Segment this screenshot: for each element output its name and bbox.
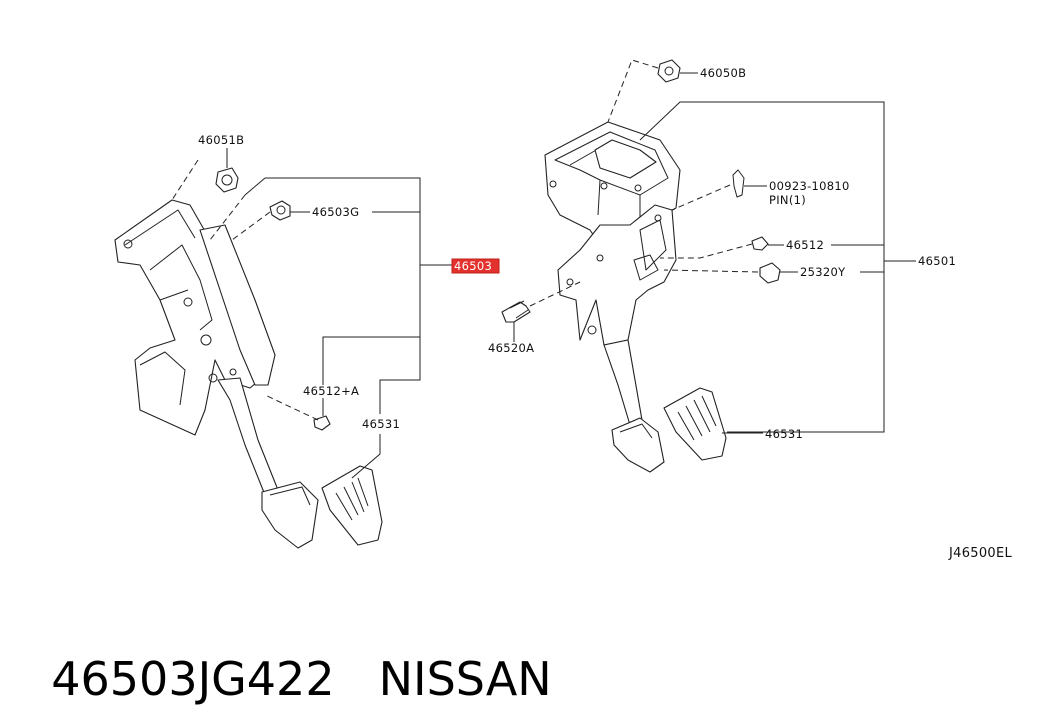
left-pedal-assembly: [114, 167, 383, 549]
left-callout-lines: [226, 148, 452, 479]
parts-diagram: 46051B 46503G 46503 46512+A 46531 46050B…: [114, 59, 1013, 561]
callout-pin: PIN(1): [769, 193, 806, 207]
callout-46503[interactable]: 46503: [454, 259, 492, 273]
callout-46531-left: 46531: [362, 417, 400, 431]
callout-46503-highlight[interactable]: [451, 258, 500, 274]
callout-46503G: 46503G: [312, 205, 359, 219]
callout-25320Y: 25320Y: [800, 265, 846, 279]
part-number: 46503JG422: [51, 652, 335, 706]
callout-00923-10810: 00923-10810: [769, 179, 850, 193]
right-dash-leaders: [529, 59, 759, 307]
callout-46512A: 46512+A: [303, 384, 359, 398]
callout-46531-right: 46531: [765, 427, 803, 441]
left-dash-leaders: [171, 159, 319, 421]
callout-46512: 46512: [786, 238, 824, 252]
diagram-code: J46500EL: [948, 546, 1013, 561]
footer: 46503JG422 NISSAN: [22, 598, 552, 706]
callout-46050B: 46050B: [700, 66, 746, 80]
callout-46051B: 46051B: [198, 133, 244, 147]
callout-46501: 46501: [918, 254, 956, 268]
brand-name: NISSAN: [378, 652, 552, 706]
callout-46520A: 46520A: [488, 341, 534, 355]
right-pedal-assembly: [501, 59, 781, 473]
right-callout-lines: [513, 72, 916, 434]
